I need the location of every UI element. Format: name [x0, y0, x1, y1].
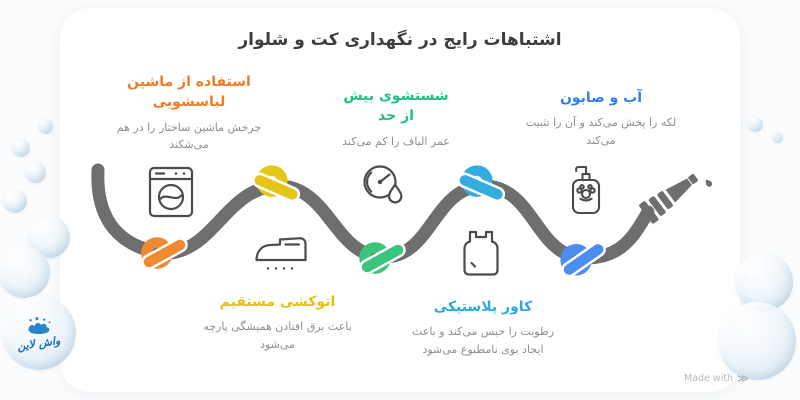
section-direct-ironing: اتوکشی مستقیم باعث برق افتادن همیشگی پار… — [195, 292, 360, 353]
bubble — [38, 119, 53, 134]
section-title: آب و صابون — [559, 90, 643, 106]
section-title: اتوکشی مستقیم — [219, 294, 336, 310]
brand-logo-text: واش لاین — [16, 334, 62, 353]
section-description: رطوبت را حبس می‌کند و باعث ایجاد بوی نام… — [411, 325, 555, 356]
washing-machine-icon — [148, 166, 194, 218]
section-title: استفاده از ماشین لباسشویی — [127, 74, 251, 111]
iron-icon — [254, 232, 308, 274]
water-splash-icon — [28, 317, 51, 335]
soap-dispenser-icon — [568, 161, 604, 215]
section-water-and-soap: آب و صابون لکه را پخش می‌کند و آن را تثب… — [521, 88, 681, 149]
section-description: چرخش ماشین ساختار را در هم می‌شکند — [116, 120, 262, 152]
bubble — [12, 139, 30, 157]
section-plastic-cover: کاور پلاستیکی رطوبت را حبس می‌کند و باعث… — [408, 297, 558, 358]
section-over-washing: شستشوی بیش از حد عمر الیاف را کم می‌کند — [336, 86, 456, 150]
section-title: شستشوی بیش از حد — [343, 88, 449, 125]
made-with-label: Made with — [684, 373, 734, 384]
page-title: اشتباهات رایج در نگهداری کت و شلوار — [238, 30, 562, 50]
plastic-bag-icon — [462, 229, 500, 277]
bubble — [772, 132, 783, 143]
knot-green — [359, 242, 406, 275]
knot-yellow — [252, 165, 301, 203]
brand-logo-bubble: واش لاین — [2, 296, 76, 370]
section-description: لکه را پخش می‌کند و آن را تثبیت می‌کند — [525, 116, 677, 147]
section-description: باعث برق افتادن همیشگی پارچه می‌شود — [203, 320, 352, 351]
bubble — [735, 253, 793, 311]
hose-nozzle-icon — [639, 173, 713, 224]
section-washing-machine: استفاده از ماشین لباسشویی چرخش ماشین ساخ… — [105, 72, 273, 154]
section-description: عمر الیاف را کم می‌کند — [342, 134, 450, 148]
bubble — [0, 246, 50, 298]
section-title: کاور پلاستیکی — [433, 299, 533, 315]
knot-cyan — [457, 165, 506, 203]
knot-blue — [560, 241, 606, 278]
bubble — [718, 302, 796, 380]
bubble — [748, 117, 763, 132]
gauge-droplet-icon — [358, 160, 410, 212]
made-with-logo-icon: ≫ — [737, 372, 749, 385]
bubble — [25, 162, 46, 183]
made-with-badge[interactable]: Made with ≫ — [684, 373, 749, 384]
bubble — [3, 189, 27, 213]
knot-orange — [141, 237, 188, 270]
